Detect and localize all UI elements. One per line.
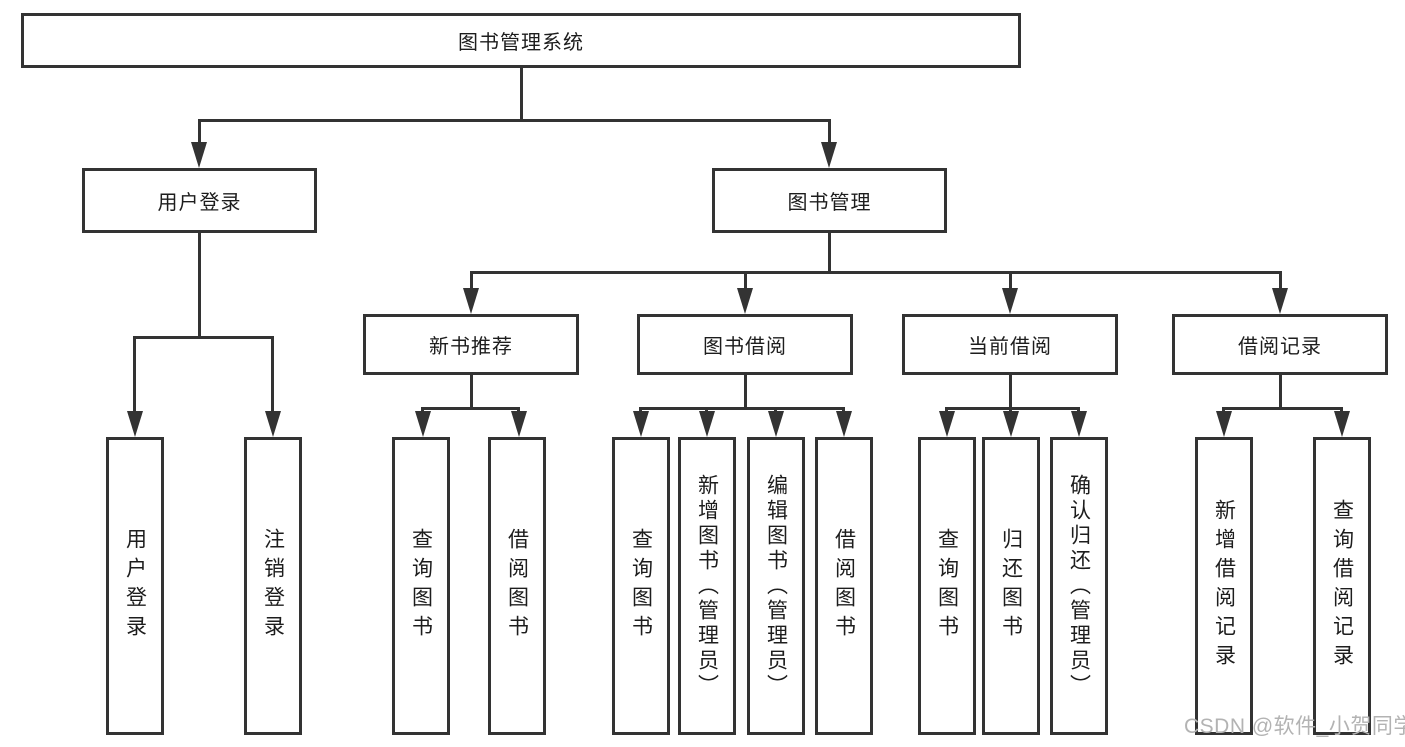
csdn-watermark: CSDN @软件_小贺同学: [1184, 715, 1405, 738]
node-current-borrowing: 当前借阅: [902, 314, 1118, 375]
node-label: 归还图书: [999, 528, 1023, 644]
node-label: 当前借阅: [968, 336, 1052, 358]
leaf-query-books-current: 查询图书: [918, 437, 976, 735]
connector-line: [743, 375, 747, 410]
connector-line: [197, 118, 201, 147]
node-label: 新书推荐: [429, 336, 513, 358]
connector-line: [743, 270, 747, 293]
connector-line: [1278, 270, 1282, 293]
arrow-down-icon: [1070, 411, 1087, 437]
node-label: 注销登录: [261, 528, 285, 644]
arrow-down-icon: [821, 142, 837, 168]
node-label: 查询图书: [935, 528, 959, 644]
arrow-down-icon: [835, 411, 852, 437]
leaf-add-books-admin: 新增图书（管理员）: [678, 437, 736, 735]
connector-line: [1008, 375, 1012, 410]
connector-line: [133, 335, 136, 416]
leaf-borrow-books-recommend: 借阅图书: [488, 437, 546, 735]
node-label: 借阅记录: [1238, 336, 1322, 358]
leaf-query-books-recommend: 查询图书: [392, 437, 450, 735]
connector-line: [1278, 375, 1282, 410]
leaf-return-books: 归还图书: [982, 437, 1040, 735]
connector-line: [1222, 406, 1343, 410]
connector-line: [827, 118, 831, 147]
leaf-query-borrow-record: 查询借阅记录: [1313, 437, 1371, 735]
node-label: 确认归还（管理员）: [1067, 473, 1091, 699]
node-label: 借阅图书: [832, 528, 856, 644]
arrow-down-icon: [264, 411, 281, 437]
arrow-down-icon: [1333, 411, 1350, 437]
connector-line: [133, 335, 274, 339]
arrow-down-icon: [938, 411, 955, 437]
node-label: 用户登录: [123, 528, 147, 644]
node-new-book-recommendation: 新书推荐: [363, 314, 579, 375]
node-label: 新增借阅记录: [1212, 499, 1236, 673]
arrow-down-icon: [126, 411, 143, 437]
connector-line: [197, 233, 201, 339]
node-label: 查询图书: [629, 528, 653, 644]
connector-line: [639, 406, 845, 410]
leaf-user-login: 用户登录: [106, 437, 164, 735]
connector-line: [197, 118, 831, 122]
node-label: 借阅图书: [505, 528, 529, 644]
node-book-borrowing: 图书借阅: [637, 314, 853, 375]
arrow-down-icon: [510, 411, 527, 437]
arrow-down-icon: [1002, 288, 1018, 314]
arrow-down-icon: [1002, 411, 1019, 437]
node-label: 图书借阅: [703, 336, 787, 358]
connector-line: [519, 68, 523, 121]
leaf-edit-books-admin: 编辑图书（管理员）: [747, 437, 805, 735]
arrow-down-icon: [632, 411, 649, 437]
node-user-login: 用户登录: [82, 168, 317, 233]
connector-line: [1008, 270, 1012, 293]
arrow-down-icon: [698, 411, 715, 437]
arrow-down-icon: [191, 142, 207, 168]
leaf-logout: 注销登录: [244, 437, 302, 735]
connector-line: [469, 270, 473, 293]
arrow-down-icon: [737, 288, 753, 314]
node-label: 图书管理系统: [458, 32, 584, 54]
node-label: 查询图书: [409, 528, 433, 644]
leaf-query-books-borrowing: 查询图书: [612, 437, 670, 735]
leaf-add-borrow-record: 新增借阅记录: [1195, 437, 1253, 735]
arrow-down-icon: [1272, 288, 1288, 314]
node-borrowing-records: 借阅记录: [1172, 314, 1388, 375]
arrow-down-icon: [767, 411, 784, 437]
node-label: 用户登录: [157, 192, 242, 214]
arrow-down-icon: [463, 288, 479, 314]
node-label: 编辑图书（管理员）: [764, 473, 788, 699]
arrow-down-icon: [1215, 411, 1232, 437]
leaf-borrow-books-borrowing: 借阅图书: [815, 437, 873, 735]
connector-line: [945, 406, 1080, 410]
leaf-confirm-return-admin: 确认归还（管理员）: [1050, 437, 1108, 735]
connector-line: [469, 375, 473, 410]
node-system-root: 图书管理系统: [21, 13, 1021, 68]
arrow-down-icon: [414, 411, 431, 437]
connector-line: [827, 233, 831, 274]
node-label: 查询借阅记录: [1330, 499, 1354, 673]
node-label: 图书管理: [787, 192, 872, 214]
connector-line: [469, 270, 1282, 274]
node-book-management: 图书管理: [712, 168, 947, 233]
connector-line: [421, 406, 520, 410]
connector-line: [271, 335, 274, 416]
node-label: 新增图书（管理员）: [695, 473, 719, 699]
